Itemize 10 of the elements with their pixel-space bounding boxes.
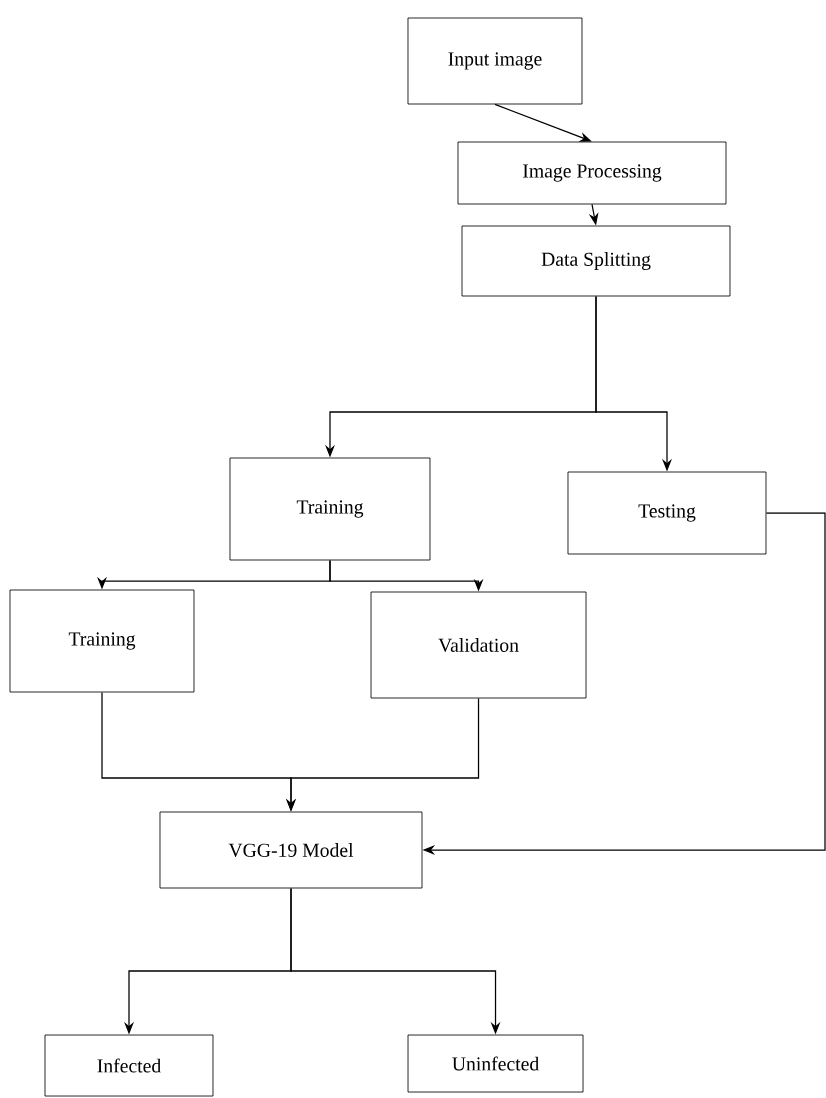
process-box: Validation — [370, 591, 587, 699]
process-box: Data Splitting — [461, 225, 731, 297]
process-box: Uninfected — [407, 1034, 584, 1093]
process-box: VGG-19 Model — [159, 811, 423, 889]
process-box: Training — [9, 589, 195, 693]
process-box: Image Processing — [457, 141, 727, 205]
process-box: Infected — [44, 1034, 214, 1097]
process-box: Testing — [567, 471, 767, 555]
process-box: Training — [229, 457, 431, 561]
process-box: Input image — [407, 17, 583, 105]
